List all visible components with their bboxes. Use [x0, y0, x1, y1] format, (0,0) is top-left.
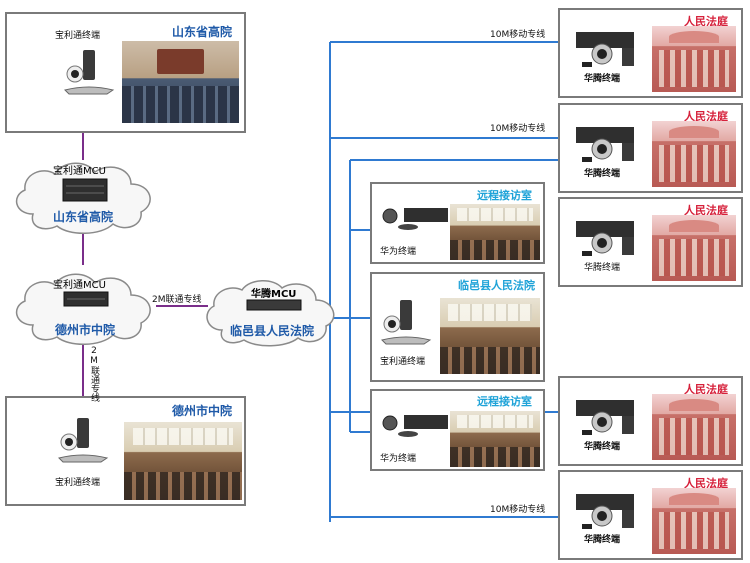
court-building-photo [652, 121, 736, 187]
mcu-label: 宝利通MCU [53, 280, 106, 291]
cloud-icon [206, 280, 335, 347]
box-court-1: 人民法庭 华腾终端 [558, 8, 743, 98]
mcu-device-icon [63, 291, 109, 307]
link-label-unicom-v: 2M联通专线 [89, 346, 99, 402]
huateng-terminal-icon [576, 221, 634, 256]
polycom-terminal-icon [381, 300, 432, 345]
terminal-label: 华腾终端 [584, 442, 621, 452]
box-title: 人民法庭 [684, 204, 728, 217]
cloud-shandong: 宝利通MCU 山东省高院 [5, 152, 163, 236]
terminal-label: 华腾终端 [584, 74, 621, 84]
box-court-2: 人民法庭 华腾终端 [558, 103, 743, 193]
terminal-label: 宝利通终端 [55, 31, 101, 41]
cloud-name: 德州市中院 [55, 323, 116, 337]
cloud-icon [15, 273, 151, 345]
link-label-mobile-bottom: 10M移动专线 [490, 505, 546, 515]
link-label-unicom-h: 2M联通专线 [152, 295, 202, 305]
court-building-photo [652, 215, 736, 281]
polycom-terminal-icon [64, 50, 115, 95]
box-title: 临邑县人民法院 [458, 279, 535, 292]
box-title: 人民法庭 [684, 383, 728, 396]
huawei-terminal-icon [382, 415, 448, 437]
terminal-label: 华腾终端 [584, 169, 621, 179]
box-title: 山东省高院 [172, 25, 233, 39]
polycom-terminal-icon [58, 418, 109, 463]
terminal-label: 华为终端 [380, 247, 417, 257]
terminal-label: 宝利通终端 [55, 478, 101, 488]
box-reception-1: 远程接访室 华为终端 [370, 182, 545, 264]
cloud-dezhou: 宝利通MCU 德州市中院 [5, 263, 163, 347]
huawei-terminal-icon [382, 208, 448, 230]
box-reception-2: 远程接访室 华为终端 [370, 389, 545, 471]
meeting-room-photo [450, 411, 540, 467]
mcu-label: 宝利通MCU [53, 166, 106, 177]
huateng-terminal-icon [576, 494, 634, 529]
box-dezhou: 德州市中院 宝利通终端 [5, 396, 246, 506]
terminal-label: 华腾终端 [584, 263, 621, 273]
huateng-terminal-icon [576, 127, 634, 162]
meeting-room-photo [450, 204, 540, 260]
cloud-name: 临邑县人民法院 [230, 324, 315, 338]
court-building-photo [652, 488, 736, 554]
box-court-5: 人民法庭 华腾终端 [558, 470, 743, 560]
mcu-device-icon [246, 299, 302, 311]
cloud-linyi: 华腾MCU 临邑县人民法院 [196, 270, 346, 350]
terminal-label: 华为终端 [380, 454, 417, 464]
mcu-label: 华腾MCU [251, 289, 297, 300]
court-building-photo [652, 26, 736, 92]
box-title: 人民法庭 [684, 15, 728, 28]
terminal-label: 华腾终端 [584, 535, 621, 545]
courtroom-photo [122, 41, 239, 123]
huateng-terminal-icon [576, 32, 634, 67]
box-title: 远程接访室 [477, 189, 532, 202]
box-title: 德州市中院 [172, 404, 233, 418]
box-court-3: 人民法庭 华腾终端 [558, 197, 743, 287]
mcu-device-icon [62, 178, 108, 202]
meeting-room-photo [440, 298, 540, 374]
link-label-mobile-mid: 10M移动专线 [490, 124, 546, 134]
box-shandong: 山东省高院 宝利通终端 [5, 12, 246, 133]
court-building-photo [652, 394, 736, 460]
box-linyi: 临邑县人民法院 宝利通终端 [370, 272, 545, 382]
meeting-room-photo [124, 422, 242, 500]
box-title: 人民法庭 [684, 477, 728, 490]
huateng-terminal-icon [576, 400, 634, 435]
box-title: 远程接访室 [477, 395, 532, 408]
box-title: 人民法庭 [684, 110, 728, 123]
cloud-name: 山东省高院 [53, 210, 114, 224]
box-court-4: 人民法庭 华腾终端 [558, 376, 743, 466]
terminal-label: 宝利通终端 [380, 357, 426, 367]
link-label-mobile-top: 10M移动专线 [490, 30, 546, 40]
